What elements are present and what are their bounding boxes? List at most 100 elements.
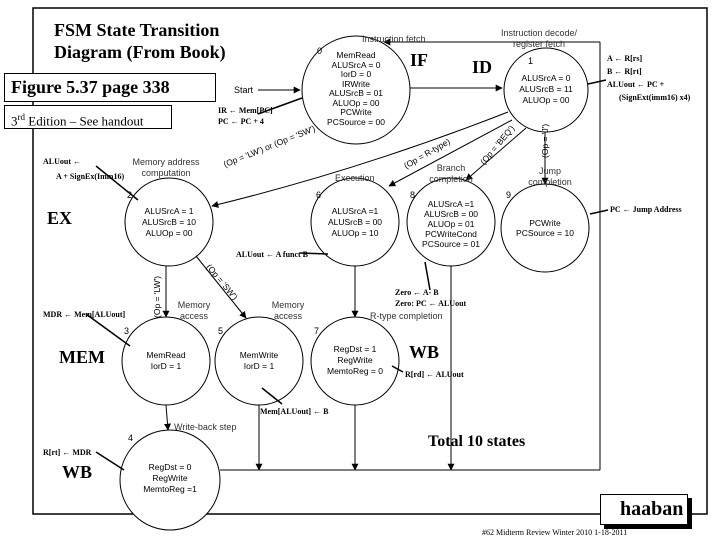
pointer-jump	[589, 209, 609, 215]
state-1-line: ALUOp = 00	[522, 95, 570, 105]
stage-ex: EX	[47, 208, 73, 228]
rtl-id-3: ALUout ← PC +	[607, 80, 665, 89]
rtl-jump: PC ← Jump Address	[610, 205, 682, 214]
pointer-id	[587, 79, 607, 85]
arrow-3-4	[164, 404, 171, 431]
state-2-line: ALUSrcA = 1	[144, 206, 194, 216]
state-3-num: 3	[124, 326, 130, 336]
state-0-line: IRWrite	[341, 78, 371, 89]
state-0-line: PCSource = 00	[327, 116, 385, 127]
rtl-lw-mem: MDR ← Mem[ALUout]	[43, 310, 126, 319]
state-8-line: PCSource = 01	[422, 239, 480, 249]
rtl-id-4: (SignExt(imm16) x4)	[619, 93, 691, 102]
state-8-line: PCWriteCond	[425, 229, 477, 239]
edition-num: 3	[11, 113, 18, 129]
state-7-line: MemtoReg = 0	[327, 366, 383, 376]
slide-footer: #62 Midterm Review Winter 2010 1-18-2011	[482, 528, 628, 537]
figure-ref: Figure 5.37 page 338	[11, 77, 170, 97]
state-8-contents: ALUSrcA =1 ALUSrcB = 00 ALUOp = 01 PCWri…	[413, 199, 489, 249]
pointer-ex-rtl	[95, 165, 139, 201]
state-5-num: 5	[218, 326, 224, 336]
pointer-lw-wb	[95, 451, 125, 471]
state-9-line: PCSource = 10	[516, 228, 574, 238]
edition-text: Edition – See handout	[25, 113, 144, 129]
state-0-line: ALUSrcA = 0	[331, 59, 381, 70]
state-5-line: MemWrite	[239, 350, 279, 360]
label-rtype-completion: R-type completion	[370, 311, 443, 321]
arrow-1-2	[211, 111, 509, 208]
edition-sup: rd	[17, 112, 26, 122]
state-9-contents: PCWrite PCSource = 10	[507, 218, 583, 238]
label-mem-access-1: Memory access	[177, 300, 211, 321]
state-3-contents: MemRead IorD = 1	[130, 350, 202, 372]
title-line-1: FSM State Transition	[54, 20, 220, 40]
rtl-if-1: IR ← Mem[PC]	[218, 106, 273, 115]
start-label: Start	[234, 85, 254, 95]
label-jump: Jump completion	[528, 166, 572, 187]
stage-wb-rtype: WB	[409, 342, 440, 362]
stage-wb-load: WB	[62, 462, 93, 482]
state-0-circle[interactable]	[301, 35, 411, 145]
state-7-line: RegWrite	[337, 355, 373, 365]
label-instr-decode: Instruction decode/ register fetch	[500, 28, 578, 49]
pointer-sw-mem	[261, 387, 283, 405]
pointer-rtype-wb	[391, 365, 404, 373]
label-mem-access-2: Memory access	[271, 300, 305, 321]
state-0-line: PCWrite	[340, 107, 372, 117]
state-2-num: 2	[127, 190, 133, 200]
rtl-sw-mem: Mem[ALUout] ← B	[260, 407, 329, 416]
state-2-contents: ALUSrcA = 1 ALUSrcB = 10 ALUOp = 00	[133, 206, 205, 239]
arrow-2-5	[195, 255, 247, 319]
transitions	[162, 38, 601, 471]
state-0-contents: MemRead ALUSrcA = 0 IorD = 0 IRWrite ALU…	[320, 50, 392, 127]
rtl-ex-2: A + SignEx(Imm16)	[56, 172, 125, 181]
state-1-contents: ALUSrcA = 0 ALUSrcB = 11 ALUOp = 00	[510, 73, 582, 106]
state-1-circle[interactable]	[503, 47, 589, 133]
state-0-line: ALUSrcB = 01	[328, 88, 384, 98]
state-7-contents: RegDst = 1 RegWrite MemtoReg = 0	[319, 344, 391, 377]
state-6-line: ALUSrcA =1	[331, 206, 379, 216]
slide-title: FSM State Transition Diagram (From Book)	[54, 19, 226, 63]
rtl-rtype-ex: ALUout ← A funct B	[236, 250, 309, 259]
rtl-rtype-wb: R[rd] ← ALUout	[405, 370, 464, 379]
author-name: haaban	[620, 498, 684, 520]
state-8-line: ALUOp = 01	[427, 219, 475, 229]
state-0-line: MemRead	[336, 50, 376, 60]
state-2-line: ALUSrcB = 10	[141, 217, 197, 227]
state-4-num: 4	[128, 433, 134, 443]
state-8-line: ALUSrcA =1	[427, 199, 475, 209]
state-4-line: MemtoReg =1	[143, 484, 197, 494]
state-4-line: RegDst = 0	[148, 462, 192, 472]
edition-box: 3rd Edition – See handout	[4, 105, 172, 129]
state-6-line: ALUSrcB = 00	[327, 217, 383, 227]
state-1-line: ALUSrcA = 0	[521, 73, 571, 83]
label-branch: Branch completion	[429, 163, 473, 184]
state-5-contents: MemWrite IorD = 1	[223, 350, 295, 372]
state-7-line: RegDst = 1	[333, 344, 377, 354]
state-6-line: ALUOp = 10	[331, 228, 379, 238]
state-1-num: 1	[528, 56, 534, 66]
state-5-line: IorD = 1	[243, 361, 275, 371]
pointer-if	[257, 97, 303, 115]
rtl-branch-2: Zero: PC ← ALUout	[395, 299, 467, 308]
label-mem-addr: Memory address computation	[132, 157, 200, 178]
state-0-line: IorD = 0	[340, 69, 372, 79]
slide-border	[32, 7, 708, 515]
state-6-num: 6	[316, 190, 322, 200]
state-1-line: ALUSrcB = 11	[519, 84, 573, 94]
state-8-line: ALUSrcB = 00	[423, 209, 479, 219]
state-7-num: 7	[314, 326, 320, 336]
state-circles	[119, 35, 590, 531]
arrow-1-8	[465, 127, 527, 181]
state-3-line: MemRead	[146, 350, 186, 360]
state-0-line: ALUOp = 00	[332, 97, 380, 108]
title-line-2: Diagram (From Book)	[54, 42, 226, 62]
label-writeback: Write-back step	[174, 422, 237, 432]
pointer-rtype-ex	[299, 252, 329, 255]
figure-ref-box: Figure 5.37 page 338	[4, 73, 216, 102]
state-2-circle[interactable]	[124, 177, 214, 267]
rtl-ex-1: ALUout ←	[43, 157, 82, 166]
rtl-id-2: B ← R[rt]	[607, 67, 642, 76]
